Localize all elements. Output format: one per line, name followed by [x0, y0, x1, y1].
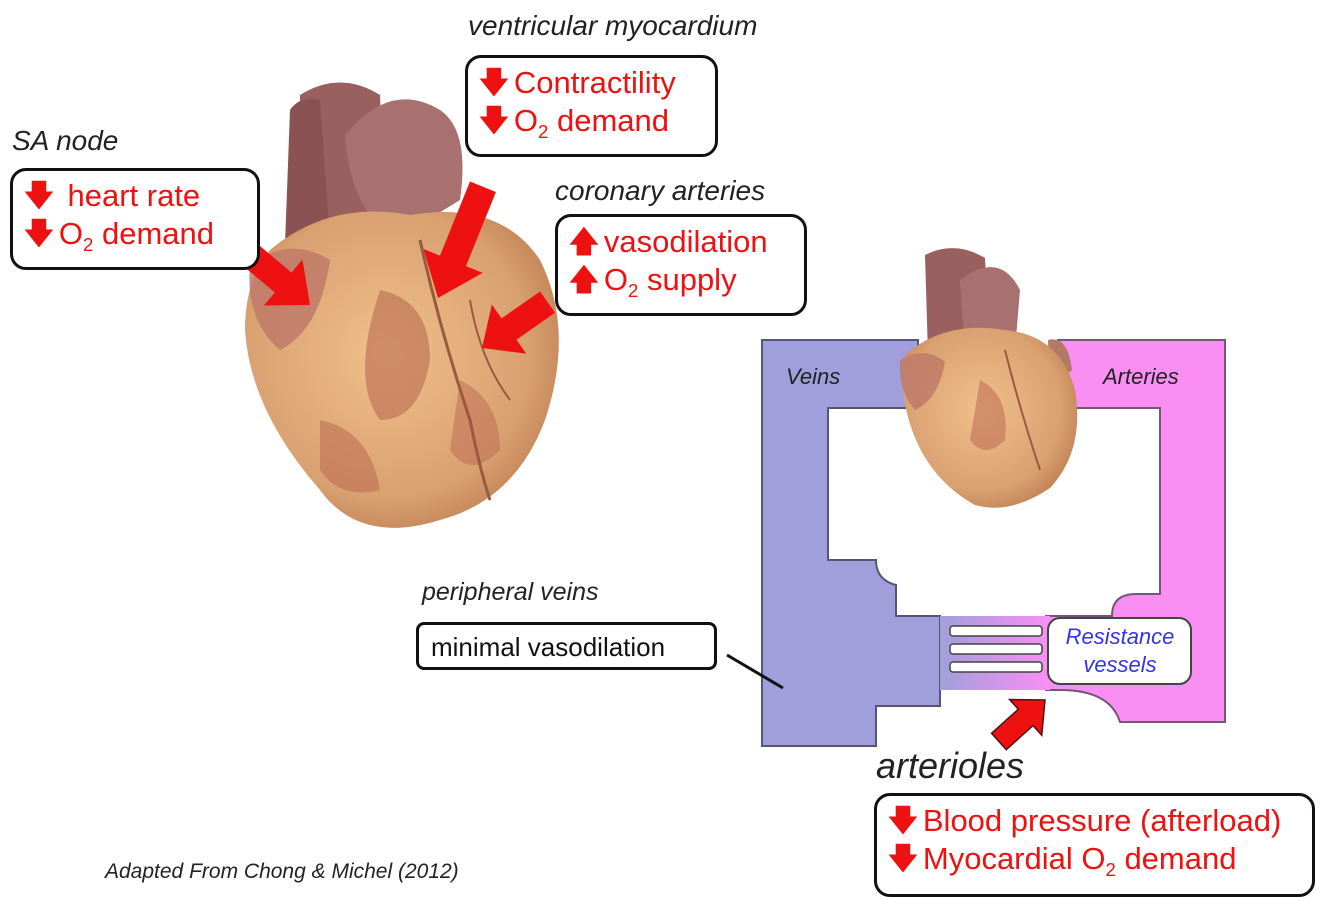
arterioles-heading: arterioles — [876, 745, 1024, 787]
ventricular-heading: ventricular myocardium — [468, 10, 757, 42]
resistance-line-1: Resistance — [1052, 623, 1188, 651]
coronary-line-2: 🡅O2 supply — [568, 261, 794, 310]
peripheral-veins-heading: peripheral veins — [422, 578, 599, 607]
arterioles-effects-box: 🡇Blood pressure (afterload) 🡇Myocardial … — [874, 793, 1315, 897]
credit-text: Adapted From Chong & Michel (2012) — [105, 860, 459, 884]
sa-node-heading: SA node — [12, 125, 118, 157]
ventricular-line-1: 🡇Contractility — [478, 64, 705, 102]
down-arrow-icon: 🡇 — [478, 64, 510, 102]
arterioles-line-1: 🡇Blood pressure (afterload) — [887, 802, 1302, 840]
veins-label: Veins — [786, 364, 840, 390]
coronary-heading: coronary arteries — [555, 175, 765, 207]
capillary-tube — [950, 644, 1042, 654]
arterioles-line-2: 🡇Myocardial O2 demand — [887, 840, 1302, 889]
down-arrow-icon: 🡇 — [887, 840, 919, 878]
small-heart-illustration — [900, 248, 1077, 508]
resistance-line-2: vessels — [1052, 651, 1188, 679]
ventricular-effects-box: 🡇Contractility 🡇O2 demand — [465, 55, 718, 157]
up-arrow-icon: 🡅 — [568, 261, 600, 299]
peripheral-veins-text: minimal vasodilation — [431, 629, 702, 665]
arteries-label: Arteries — [1103, 364, 1179, 390]
down-arrow-icon: 🡇 — [478, 102, 510, 140]
down-arrow-icon: 🡇 — [887, 802, 919, 840]
resistance-vessels-label: Resistance vessels — [1052, 623, 1188, 679]
peripheral-veins-box: minimal vasodilation — [416, 622, 717, 670]
sa-node-effects-box: 🡇 heart rate 🡇O2 demand — [10, 168, 260, 270]
sa-node-line-1: 🡇 heart rate — [23, 177, 247, 215]
coronary-line-1: 🡅vasodilation — [568, 223, 794, 261]
down-arrow-icon: 🡇 — [23, 177, 55, 215]
coronary-effects-box: 🡅vasodilation 🡅O2 supply — [555, 214, 807, 316]
up-arrow-icon: 🡅 — [568, 223, 600, 261]
down-arrow-icon: 🡇 — [23, 215, 55, 253]
sa-node-line-2: 🡇O2 demand — [23, 215, 247, 264]
capillary-tube — [950, 662, 1042, 672]
ventricular-line-2: 🡇O2 demand — [478, 102, 705, 151]
capillary-tube — [950, 626, 1042, 636]
